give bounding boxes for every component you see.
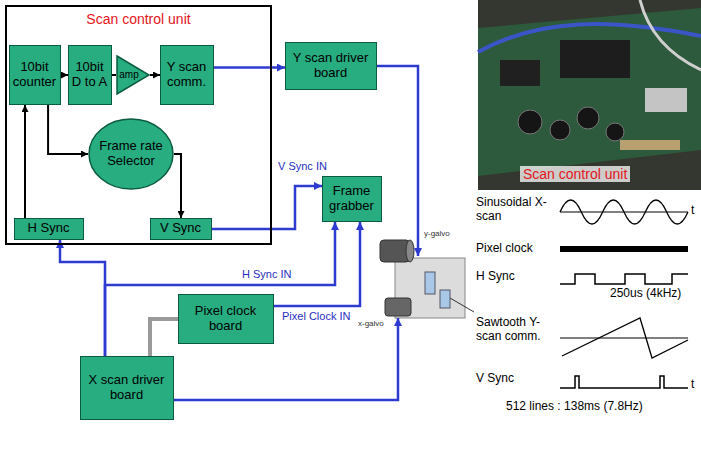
port-label: V Sync IN — [276, 160, 329, 173]
motor-face — [406, 240, 414, 262]
text-holder: amp — [118, 57, 140, 93]
text-holder: H Sync — [17, 221, 80, 236]
cable — [640, 0, 701, 70]
timing-diagram — [560, 200, 688, 388]
cable — [150, 319, 178, 356]
sync-wire — [60, 240, 105, 356]
sync-box: V Sync — [150, 218, 212, 240]
box-label: 10bit counter — [12, 60, 57, 90]
capacitor — [518, 110, 542, 134]
text-holder: Y scan comm. — [163, 48, 210, 101]
period-note: 250us (4kHz) — [610, 287, 681, 301]
amplifier-triangle-shape — [117, 56, 149, 94]
signal-arrow — [174, 154, 181, 218]
unit-frame: Scan control unit 10bit counter 10bit D to… — [5, 5, 272, 245]
capacitor — [577, 107, 599, 129]
part-name: y-galvo — [424, 229, 450, 238]
vsync-trace — [560, 376, 688, 388]
hsync-trace — [560, 274, 688, 284]
port-label: Pixel Clock IN — [280, 310, 352, 323]
unit-title: Scan control unit — [86, 11, 190, 27]
text-holder: X scan driver board — [83, 359, 170, 416]
box-label: Frame grabber — [325, 184, 378, 214]
chip — [560, 40, 630, 78]
signal-arrow — [24, 105, 26, 218]
box-label: H Sync — [28, 221, 70, 236]
board-box: Pixel clock board — [178, 294, 274, 344]
signal-name: Pixel clock — [476, 242, 533, 256]
text-holder: Scan control unit — [7, 11, 270, 27]
pixel-clock-trace — [560, 246, 688, 252]
time-axis — [560, 338, 688, 339]
board-box: Frame grabber — [322, 176, 382, 222]
circuit-board — [478, 8, 701, 176]
text-holder: Frame grabber — [325, 179, 378, 218]
part-name: x-galvo — [358, 319, 384, 328]
axis-label: t — [691, 204, 694, 218]
amplifier-triangle: amp — [116, 55, 150, 95]
scan-unit-photo — [478, 0, 701, 190]
text-holder: 10bit counter — [12, 48, 57, 101]
selector-circle: Frame rate Selector — [88, 118, 174, 190]
capacitor — [606, 123, 624, 141]
sync-wire — [105, 222, 335, 356]
signal-arrow — [61, 74, 68, 76]
sawtooth-wave — [562, 318, 688, 358]
signal-arrow — [150, 74, 160, 76]
process-box: 10bit counter — [9, 45, 61, 105]
axis-label: t — [691, 378, 694, 392]
signal-name: H Sync — [476, 270, 515, 284]
beam — [450, 298, 474, 312]
box-label: 10bit D to A — [71, 60, 108, 90]
sync-wire — [212, 186, 322, 229]
galvo-scanner — [380, 240, 474, 318]
header — [620, 140, 680, 150]
x-galvo-motor — [385, 298, 411, 316]
mirror — [425, 272, 435, 294]
drive-wire — [214, 66, 285, 69]
process-box: 10bit D to A — [68, 45, 112, 105]
port-label: H Sync IN — [240, 268, 294, 281]
text-holder: V Sync — [153, 221, 208, 236]
process-box: Y scan comm. — [160, 45, 214, 105]
photo-caption: Scan control unit — [520, 166, 630, 182]
box-label: Y scan comm. — [163, 60, 210, 90]
signal-line — [112, 74, 116, 76]
text-holder: Y scan driver board — [288, 45, 373, 86]
connector — [645, 88, 687, 112]
box-label: amp — [119, 69, 138, 81]
box-label: Pixel clock board — [181, 304, 270, 334]
box-label: Y scan driver board — [288, 51, 373, 81]
clock-wire — [274, 222, 360, 306]
board-box: Y scan driver board — [285, 42, 377, 90]
signal-name: V Sync — [476, 372, 514, 386]
photo-ground — [478, 0, 701, 190]
chip — [500, 60, 540, 86]
text-holder: Frame rate Selector — [98, 120, 164, 188]
selector-circle-shape — [89, 119, 173, 189]
signal-name: Sawtooth Y-scan comm. — [476, 316, 558, 344]
signal-arrow — [48, 105, 88, 154]
drive-wire — [377, 66, 418, 256]
sine-wave — [560, 200, 688, 224]
box-label: V Sync — [160, 221, 201, 236]
box-label: Frame rate Selector — [98, 139, 164, 169]
period-note: 512 lines : 138ms (7.8Hz) — [506, 400, 643, 414]
signal-name: Sinusoidal X-scan — [476, 196, 550, 224]
mirror — [440, 290, 450, 308]
text-holder: Pixel clock board — [181, 297, 270, 340]
sync-box: H Sync — [14, 218, 84, 240]
box-label: X scan driver board — [83, 373, 170, 403]
capacitor — [550, 120, 570, 140]
board-box: X scan driver board — [80, 356, 174, 420]
text-holder: 10bit D to A — [71, 48, 108, 101]
